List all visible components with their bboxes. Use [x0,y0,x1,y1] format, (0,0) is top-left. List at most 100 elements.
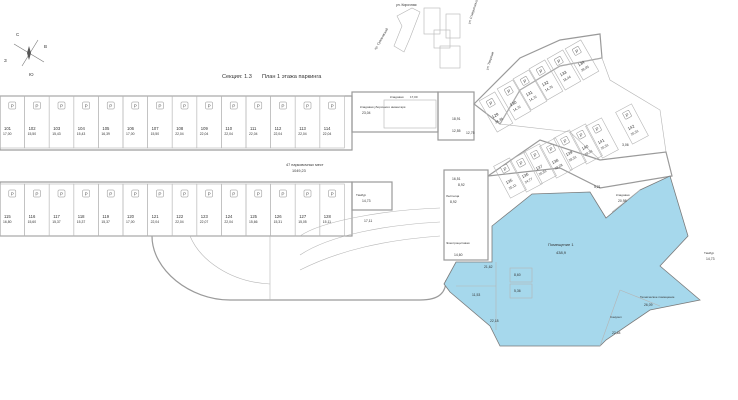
parking-spot-area: 17,00 [126,132,135,136]
parking-spot-number: 115 [4,214,11,219]
svg-text:P: P [60,192,63,197]
svg-text:P: P [488,100,493,106]
parking-spot-area: 16,31 [630,129,639,137]
parking-spots: P10117,00P10215,50P10315,43P10415,43P105… [0,39,649,237]
svg-text:P: P [60,104,63,109]
svg-text:P: P [522,78,527,84]
parking-spot-number: 134 [577,59,586,67]
parking-spot-number: 139 [565,149,574,157]
parking-spot-number: 140 [581,143,590,151]
premise-name: Помещение 1 [548,242,574,247]
parking-sign-icon: P [180,101,189,110]
small-area-6: 3,06 [622,143,629,147]
premise-wc: Санузел [610,315,622,319]
parking-sign-icon: P [546,144,556,154]
parking-spot-area: 15,31 [274,220,283,224]
svg-text:P: P [85,104,88,109]
premise-sub-2: 8,60 [514,273,521,277]
parking-spot-area: 22,04 [224,220,233,224]
premise-tambour-area: 14,73 [706,257,715,261]
svg-text:P: P [109,104,112,109]
parking-sign-icon: P [516,158,526,168]
premise-sub-5: 22,18 [490,319,499,323]
street-label-3: пр. Суворовский [373,27,389,50]
parking-sign-icon: P [106,101,115,110]
parking-spot-area: 18,28 [554,163,563,171]
parking-sign-icon: P [554,56,564,66]
small-area-5: 12,55 [452,129,461,133]
parking-spot-number: 106 [127,126,135,131]
svg-text:P: P [35,192,38,197]
parking-spot-area: 22,04 [175,220,184,224]
parking-spot-number: 118 [78,214,85,219]
svg-text:P: P [306,192,309,197]
ramp-area: 17,11 [364,219,372,223]
svg-text:P: P [574,48,579,54]
parking-sign-icon: P [520,76,530,86]
parking-spot-area: 16,80 [3,220,12,224]
svg-text:P: P [109,192,112,197]
svg-text:P: P [503,166,508,172]
parking-spot-area: 18,44 [562,75,571,83]
parking-spot-area: 15,60 [28,220,37,224]
parking-spot-number: 110 [225,126,232,131]
parking-spot-number: 121 [152,214,160,219]
parking-sign-icon: P [279,101,287,110]
compass-north: С [16,32,20,37]
svg-text:P: P [281,192,284,197]
premise-1-highlight[interactable] [443,175,701,347]
parking-spot-area: 14,72 [512,105,521,113]
compass-west: З [4,58,7,63]
svg-text:P: P [538,68,543,74]
parking-spot-number: 108 [176,126,184,131]
parking-spot-number: 130 [509,99,518,107]
svg-text:P: P [556,58,561,64]
svg-text:P: P [134,104,137,109]
premise-storage-area: 20,98 [618,199,627,203]
parking-spot-area: 17,00 [126,220,135,224]
parking-spot-area: 15,43 [52,132,61,136]
parking-spot-number: 102 [29,126,37,131]
